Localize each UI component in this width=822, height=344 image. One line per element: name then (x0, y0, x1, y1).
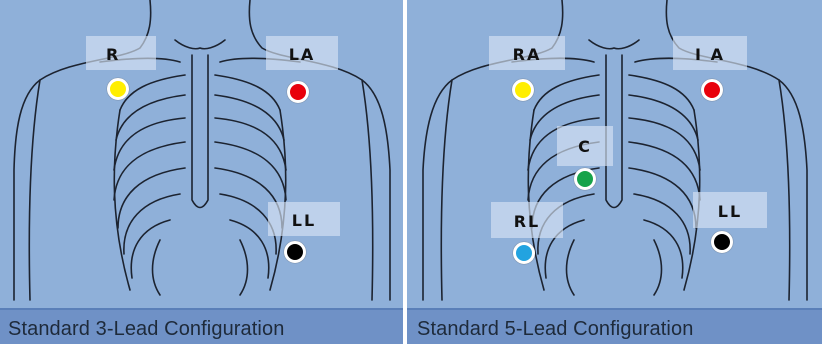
electrode-label-left-arm: LA (266, 45, 338, 64)
label-box-chest: C (557, 126, 613, 166)
label-box-left-leg: LL (693, 192, 767, 228)
three-lead-panel: R LA LL Standard 3-Lead Configuration (0, 0, 403, 344)
label-box-left-leg: LL (268, 202, 340, 236)
caption-bar: Standard 5-Lead Configuration (407, 308, 822, 344)
panel-caption: Standard 5-Lead Configuration (417, 318, 693, 341)
electrode-chest (574, 168, 596, 190)
electrode-label-right: R (106, 45, 176, 64)
torso-illustration (0, 0, 403, 310)
electrode-label-left-leg: LL (268, 211, 340, 230)
caption-bar: Standard 3-Lead Configuration (0, 308, 403, 344)
electrode-left-leg (711, 231, 733, 253)
electrode-right-arm (512, 79, 534, 101)
five-lead-panel: RA I A C RL LL Standard 5-Lead Configura… (407, 0, 822, 344)
panel-caption: Standard 3-Lead Configuration (8, 318, 284, 341)
electrode-left-leg (284, 241, 306, 263)
torso-illustration (407, 0, 822, 310)
electrode-label-left-leg: LL (693, 202, 767, 221)
electrode-right-arm (107, 78, 129, 100)
label-box-left-arm: I A (673, 36, 747, 70)
label-box-right: R (86, 36, 156, 70)
electrode-label-left-arm: I A (673, 45, 747, 64)
electrode-label-right-leg: RL (491, 212, 563, 231)
label-box-right-arm: RA (489, 36, 565, 70)
electrode-left-arm (287, 81, 309, 103)
electrode-label-right-arm: RA (489, 45, 565, 64)
electrode-label-chest: C (557, 137, 613, 156)
label-box-right-leg: RL (491, 202, 563, 238)
electrode-left-arm (701, 79, 723, 101)
label-box-left-arm: LA (266, 36, 338, 70)
electrode-right-leg (513, 242, 535, 264)
